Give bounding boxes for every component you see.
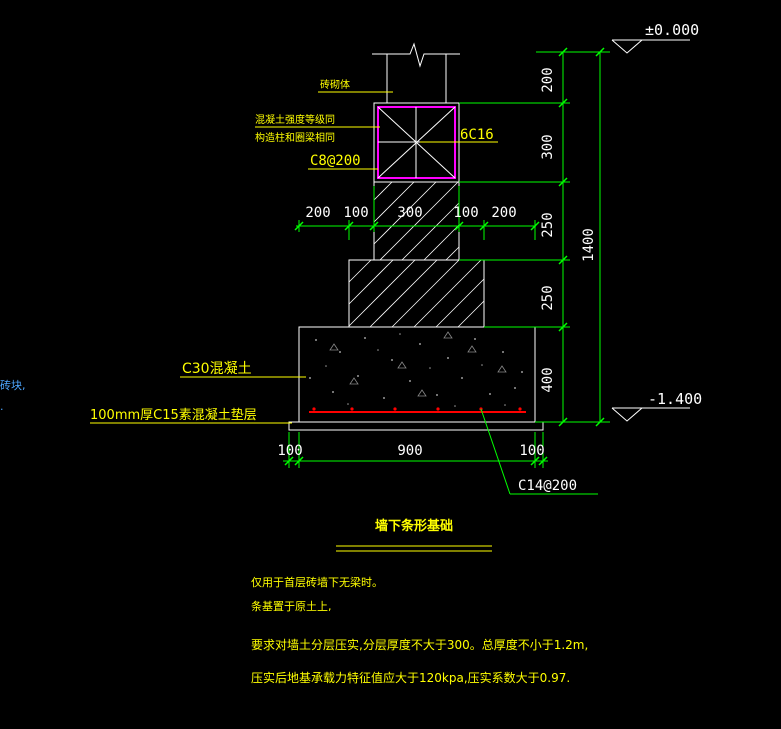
horizontal-dimensions-bottom: [283, 432, 548, 468]
upper-step: [373, 181, 460, 261]
label-concrete: C30混凝土: [182, 361, 252, 377]
lower-step: [348, 259, 485, 328]
hdim-bottom-900: 900: [397, 443, 422, 459]
vertical-dimensions: [459, 47, 610, 427]
horizontal-dimensions-top: [294, 186, 540, 240]
hdim-top-300: 300: [397, 205, 422, 221]
note-4: 压实后地基承载力特征值应大于120kpa,压实系数大于0.97.: [251, 670, 570, 685]
label-main-bars: 6C16: [460, 127, 494, 143]
label-beam-note-2: 构造柱和圈梁相同: [255, 131, 335, 144]
vdim-400: 400: [540, 367, 556, 392]
wall-above: [372, 42, 460, 103]
hdim-top-200-right: 200: [491, 205, 516, 221]
hdim-top-100-right: 100: [453, 205, 478, 221]
hdim-bottom-100-left: 100: [277, 443, 302, 459]
cushion-layer: [288, 421, 544, 431]
hdim-top-100-left: 100: [343, 205, 368, 221]
hdim-top-200-left: 200: [305, 205, 330, 221]
vdim-200: 200: [540, 67, 556, 92]
left-fragment-2: .: [0, 400, 4, 413]
drawing-title: 墙下条形基础: [375, 518, 453, 534]
elevation-marker-bottom: [611, 407, 690, 422]
label-cushion: 100mm厚C15素混凝土垫层: [90, 407, 257, 423]
title-underline: [336, 545, 492, 552]
rebar-dots: [312, 407, 522, 411]
vdim-total: 1400: [581, 228, 597, 262]
label-wall: 砖砌体: [320, 78, 350, 91]
concrete-footing: [298, 326, 536, 423]
vdim-300: 300: [540, 134, 556, 159]
rebar-leader: [480, 408, 598, 495]
label-bottom-bars: C14@200: [518, 478, 577, 494]
note-3: 要求对墙土分层压实,分层厚度不大于300。总厚度不小于1.2m,: [251, 637, 588, 652]
vdim-250-upper: 250: [540, 212, 556, 237]
note-1: 仅用于首层砖墙下无梁时。: [251, 575, 383, 589]
label-stirrups: C8@200: [310, 153, 361, 169]
vdim-250-lower: 250: [540, 285, 556, 310]
hdim-bottom-100-right: 100: [519, 443, 544, 459]
left-fragment-1: 砖块,: [0, 378, 26, 392]
note-2: 条基置于原土上,: [251, 599, 332, 613]
elevation-top-label: ±0.000: [645, 21, 699, 39]
label-beam-note-1: 混凝土强度等级同: [255, 113, 335, 126]
concrete-speckles: [309, 333, 523, 407]
elevation-bottom-label: -1.400: [648, 390, 702, 408]
leaders: [90, 91, 498, 424]
elevation-marker-top: [611, 39, 690, 54]
